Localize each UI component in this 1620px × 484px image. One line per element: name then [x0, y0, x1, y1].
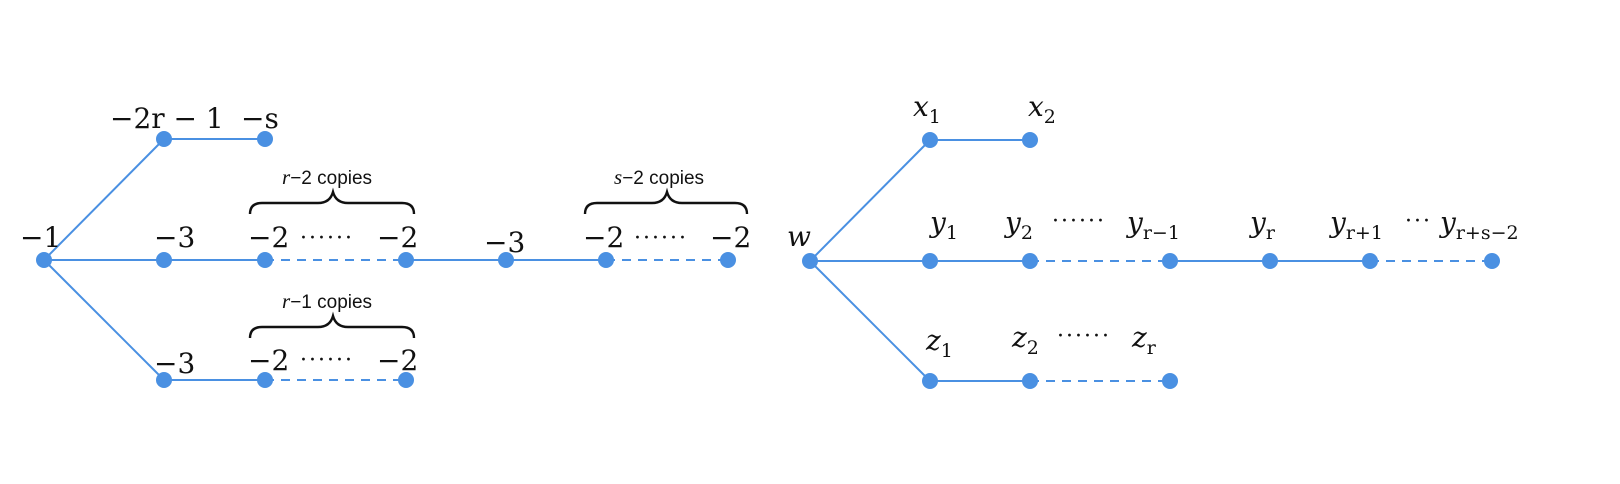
vertex — [922, 253, 938, 269]
vertex — [1162, 373, 1178, 389]
weight-label: −2r − 1 — [110, 102, 224, 135]
vertex — [398, 372, 414, 388]
vertex — [257, 252, 273, 268]
vertex-label: yr−1 — [1125, 206, 1180, 244]
vertex-label: y1 — [928, 206, 958, 244]
weight-label: −3 — [154, 347, 195, 380]
vertex — [498, 252, 514, 268]
vertex — [598, 252, 614, 268]
weight-label: −2 — [248, 221, 289, 254]
vertex-label: x1 — [913, 90, 941, 128]
ellipsis: ······ — [1057, 324, 1111, 349]
vertex — [156, 372, 172, 388]
right-vertex-graph: w x1 x2 y1 y2 ······ yr−1 yr yr+1 ··· yr… — [787, 90, 1519, 389]
ellipsis: ··· — [1405, 209, 1432, 234]
vertex — [156, 131, 172, 147]
vertex-label: z1 — [925, 324, 953, 362]
vertex — [802, 253, 818, 269]
vertex-label: x2 — [1028, 90, 1056, 128]
weight-label: −2 — [710, 221, 751, 254]
ellipsis: ······ — [300, 348, 354, 373]
brace-s-minus-2 — [583, 187, 749, 215]
vertex-label: zr — [1131, 321, 1157, 359]
vertex — [1162, 253, 1178, 269]
vertex — [922, 132, 938, 148]
ellipsis: ······ — [634, 226, 688, 251]
vertex — [1362, 253, 1378, 269]
vertex — [36, 252, 52, 268]
weight-label: −1 — [20, 221, 61, 254]
weight-label: −2 — [377, 344, 418, 377]
left-weighted-graph: −1 −2r − 1 −s −3 −2 ······ −2 −3 −2 ····… — [20, 102, 751, 388]
copies-label: r−2 copies — [282, 165, 372, 189]
vertex-label: w — [787, 220, 811, 253]
vertex — [257, 131, 273, 147]
edge — [809, 139, 931, 262]
vertex-label: z2 — [1011, 321, 1039, 359]
vertex — [1484, 253, 1500, 269]
weight-label: −2 — [377, 221, 418, 254]
weight-label: −2 — [248, 344, 289, 377]
edge — [809, 260, 931, 382]
vertex — [1022, 373, 1038, 389]
weight-label: −3 — [484, 226, 525, 259]
vertex — [257, 372, 273, 388]
vertex-label: yr+s−2 — [1438, 206, 1519, 244]
weight-label: −3 — [154, 221, 195, 254]
vertex-label: yr+1 — [1328, 206, 1383, 244]
brace-r-minus-2 — [248, 187, 416, 215]
vertex — [922, 373, 938, 389]
vertex — [1022, 253, 1038, 269]
vertex-label: y2 — [1003, 206, 1033, 244]
brace-r-minus-1 — [248, 311, 416, 339]
ellipsis: ······ — [300, 226, 354, 251]
ellipsis: ······ — [1052, 209, 1106, 234]
weight-label: −s — [241, 102, 279, 135]
weight-label: −2 — [583, 221, 624, 254]
edge — [43, 138, 165, 261]
vertex — [156, 252, 172, 268]
copies-label: r−1 copies — [282, 289, 372, 313]
vertex — [1262, 253, 1278, 269]
vertex — [398, 252, 414, 268]
vertex — [720, 252, 736, 268]
vertex — [1022, 132, 1038, 148]
copies-label: s−2 copies — [614, 165, 704, 189]
edge — [43, 259, 165, 381]
vertex-label: yr — [1248, 206, 1276, 244]
